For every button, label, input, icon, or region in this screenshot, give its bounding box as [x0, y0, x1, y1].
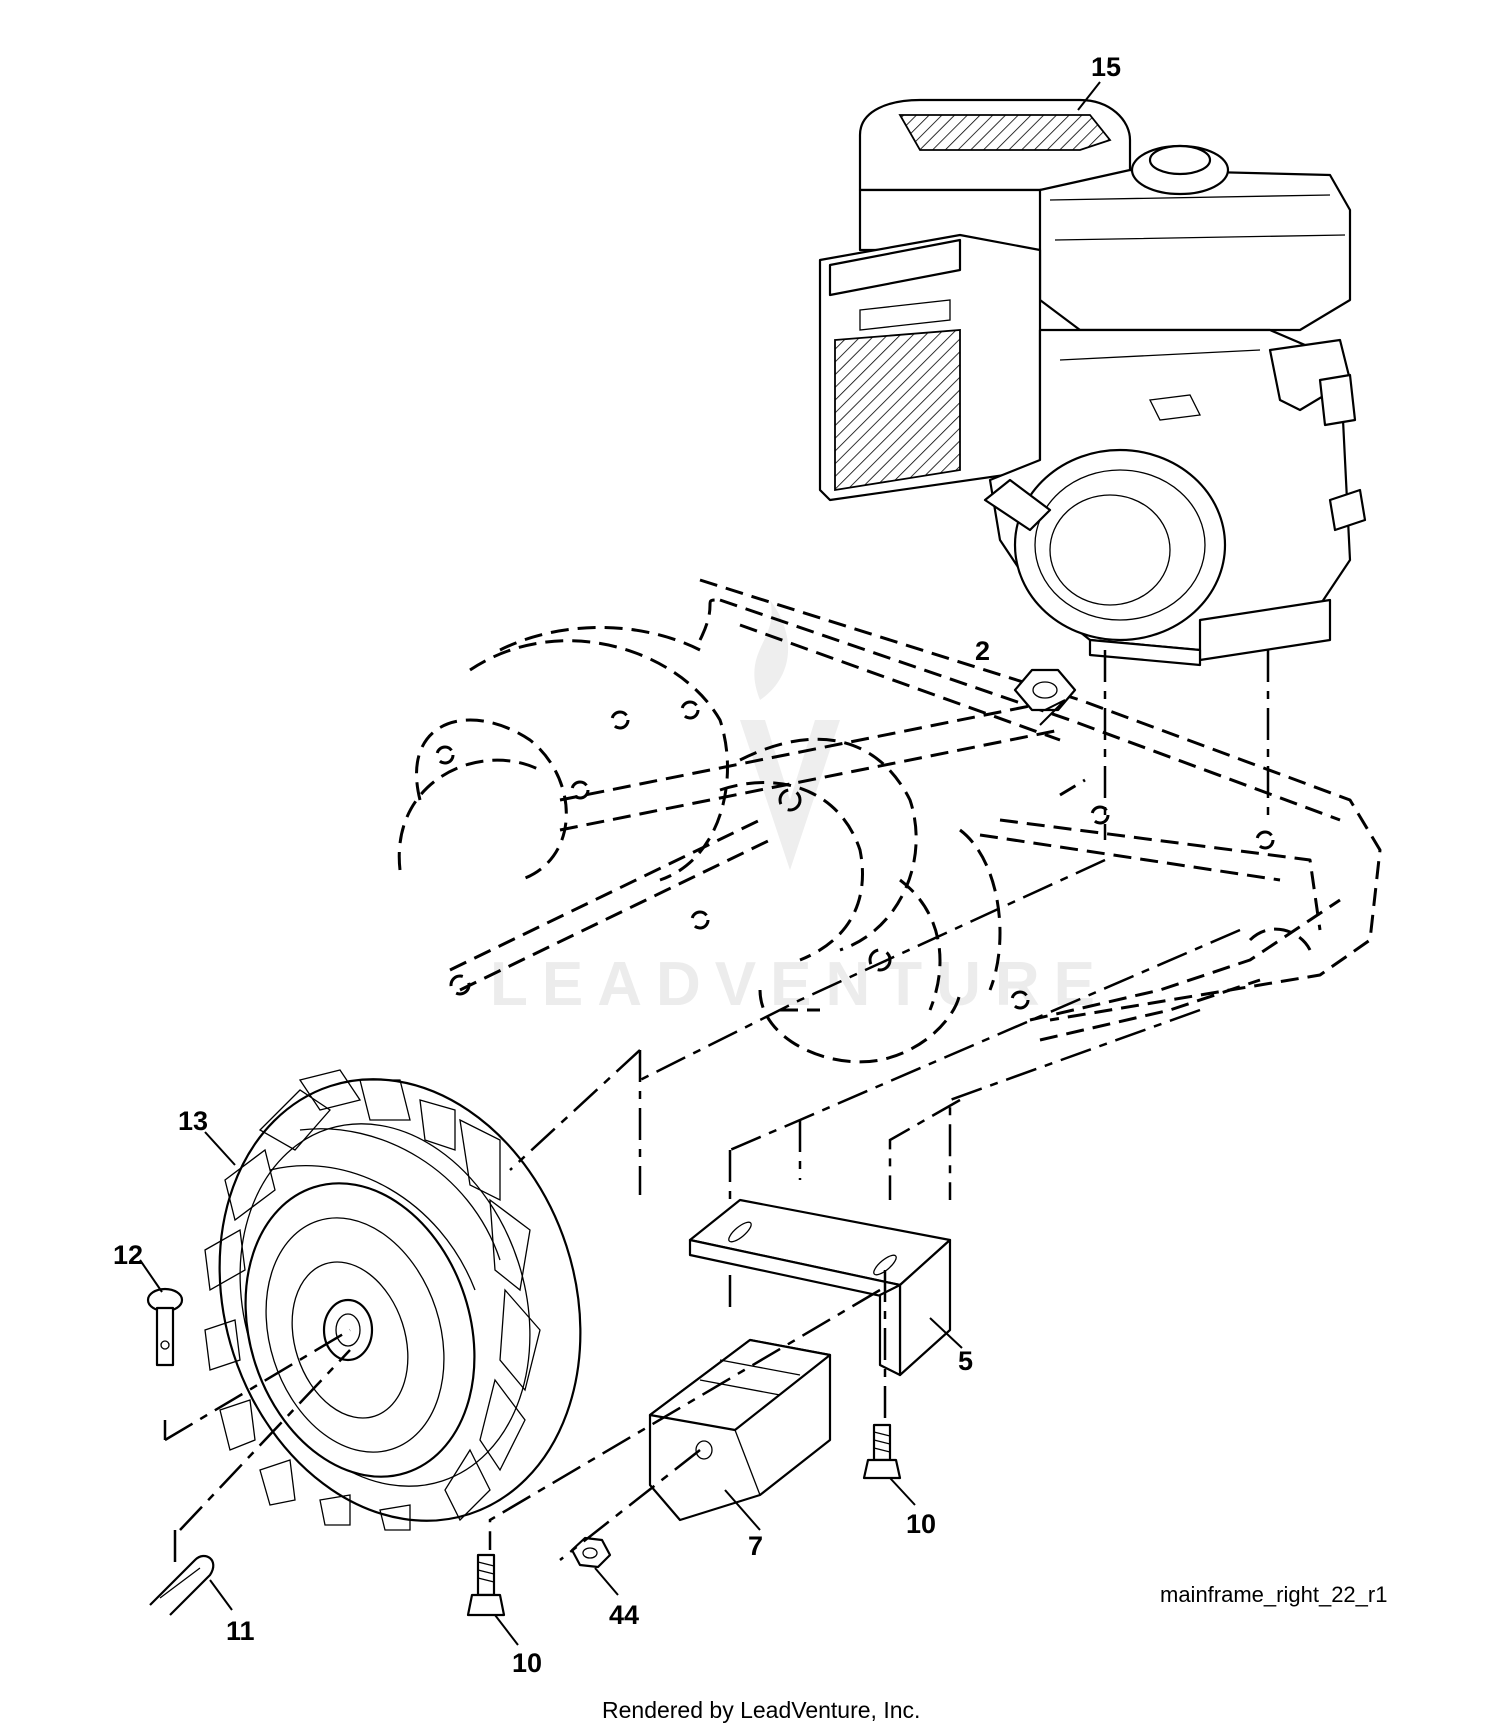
footer-credit: Rendered by LeadVenture, Inc.: [602, 1697, 920, 1723]
callout-5: 5: [958, 1346, 973, 1376]
diagram-name: mainframe_right_22_r1: [1160, 1582, 1387, 1607]
callout-labels: 15 2 13 12 11 5 7 10 10 44: [113, 52, 1121, 1678]
callout-7: 7: [748, 1531, 763, 1561]
bolt-10-right: [862, 1423, 916, 1506]
mainframe-hidden-lines: [397, 578, 1382, 1064]
watermark-text: LEADVENTURE: [490, 950, 1109, 1019]
callout-10-left: 10: [512, 1648, 542, 1678]
nut-44: [570, 1536, 619, 1596]
watermark: LEADVENTURE: [490, 600, 1109, 1019]
bolt-10-left: [466, 1553, 519, 1646]
callout-15: 15: [1091, 52, 1121, 82]
callout-10-right: 10: [906, 1509, 936, 1539]
clevis-pin: [139, 1259, 184, 1367]
wheel: [204, 1069, 582, 1531]
callout-13: 13: [178, 1106, 208, 1136]
callout-11: 11: [226, 1616, 255, 1646]
leader-lines: [163, 650, 1270, 1570]
nut-2: [1013, 668, 1077, 726]
callout-44: 44: [609, 1600, 639, 1630]
weight-block: [648, 1338, 832, 1531]
callout-12: 12: [113, 1240, 143, 1270]
bracket: [688, 1198, 963, 1377]
callout-2: 2: [975, 636, 990, 666]
engine: [818, 98, 1367, 667]
hairpin-clip: [149, 1554, 233, 1616]
